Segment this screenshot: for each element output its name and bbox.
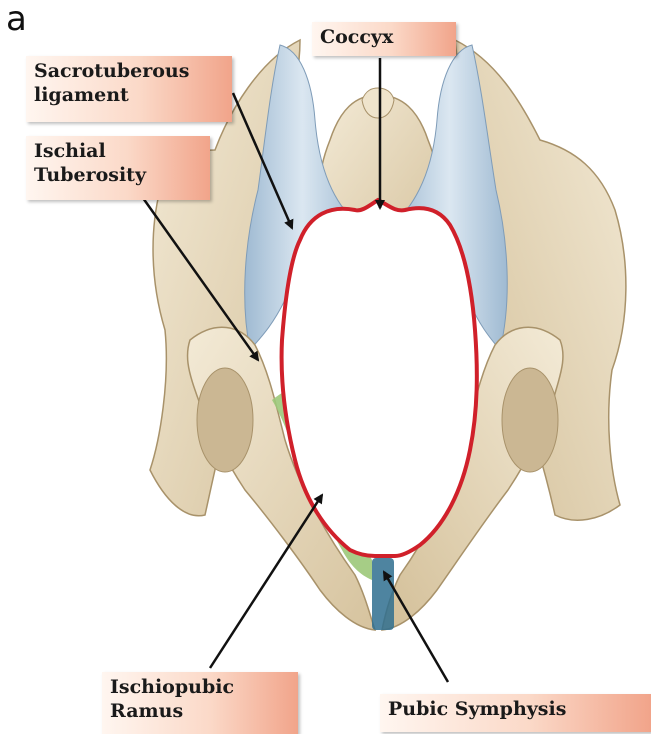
sacrotuberous-ligament-label: Sacrotuberous ligament [26,56,232,122]
pelvic-outlet-outline [282,200,477,556]
panel-letter: a [6,2,27,36]
coccyx-label: Coccyx [312,22,456,56]
ischial-label-line2: Tuberosity [34,164,200,188]
ischiopubic-ramus-label: Ischiopubic Ramus [102,672,298,734]
coccyx-label-text: Coccyx [320,26,446,50]
left-obturator-foramen [197,368,253,472]
ischiopubic-label-line1: Ischiopubic [110,676,288,700]
pubic-symphysis-label: Pubic Symphysis [380,694,651,732]
ischiopubic-ramus-arrow [210,495,322,668]
ischial-tuberosity-label: Ischial Tuberosity [26,136,210,200]
sacrotuberous-label-line1: Sacrotuberous [34,60,222,84]
pubic-symphysis-highlight [372,558,394,630]
ischial-label-line1: Ischial [34,140,200,164]
ischiopubic-label-line2: Ramus [110,700,288,724]
pubic-symphysis-label-text: Pubic Symphysis [388,698,641,722]
right-obturator-foramen [502,368,558,472]
sacrotuberous-label-line2: ligament [34,84,222,108]
